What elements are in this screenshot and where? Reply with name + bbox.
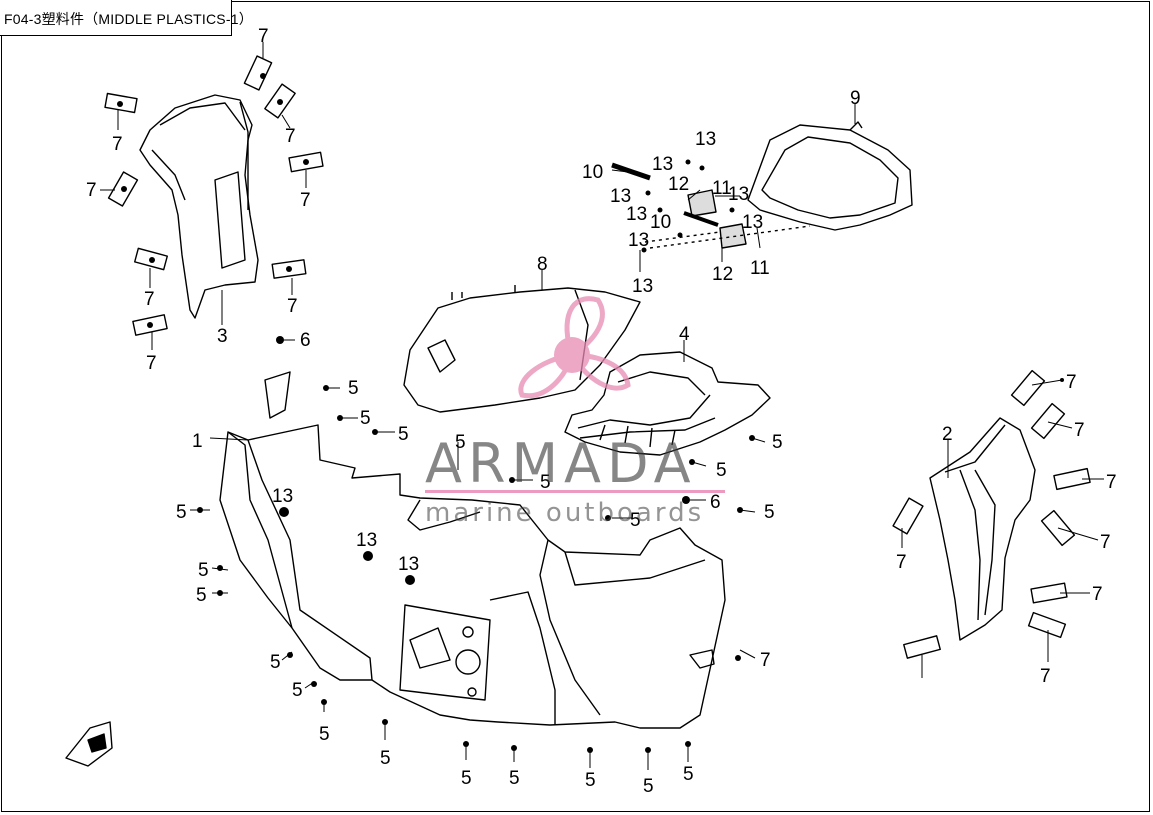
- callout-7: 7: [112, 134, 123, 155]
- watermark-propeller-logo-icon: [518, 296, 631, 399]
- callout-11: 11: [712, 178, 732, 199]
- callout-3: 3: [217, 326, 228, 347]
- callout-5: 5: [270, 652, 281, 673]
- watermark-brand-subtitle: marine outboards: [425, 498, 705, 528]
- bolts-screws: [117, 73, 1064, 753]
- callout-7: 7: [896, 552, 907, 573]
- callout-7: 7: [287, 296, 298, 317]
- part-3-left-side-cover: [139, 94, 259, 319]
- callout-13: 13: [628, 230, 649, 251]
- callout-5: 5: [292, 680, 303, 701]
- callout-7: 7: [1066, 372, 1077, 393]
- callout-5: 5: [198, 560, 209, 581]
- callout-11: 11: [750, 258, 770, 279]
- callout-5: 5: [509, 768, 520, 789]
- callout-5: 5: [176, 502, 187, 523]
- callout-7: 7: [1092, 584, 1103, 605]
- part-2-right-side-cover: [929, 417, 1036, 641]
- callout-5: 5: [540, 472, 551, 493]
- callout-7: 7: [1074, 420, 1085, 441]
- callout-5: 5: [772, 432, 783, 453]
- callout-12: 12: [712, 264, 733, 285]
- callout-13: 13: [398, 554, 419, 575]
- callout-13: 13: [356, 530, 377, 551]
- callout-5: 5: [461, 768, 472, 789]
- callout-6: 6: [300, 330, 311, 351]
- title-block: F04-3塑料件（MIDDLE PLASTICS-1）: [0, 0, 253, 36]
- callout-13: 13: [742, 212, 763, 233]
- callout-7: 7: [1100, 532, 1111, 553]
- watermark-brand-name: ARMADA: [425, 432, 697, 495]
- callout-9: 9: [850, 88, 861, 109]
- callout-5: 5: [643, 776, 654, 797]
- callout-5: 5: [380, 748, 391, 769]
- watermark-underline: [425, 490, 725, 493]
- callout-5: 5: [455, 432, 466, 453]
- callout-6: 6: [710, 492, 721, 513]
- callout-5: 5: [585, 770, 596, 791]
- part-9-frame-panel: [747, 121, 913, 231]
- callout-4: 4: [679, 324, 690, 345]
- callout-7: 7: [1106, 472, 1117, 493]
- clip-fasteners: [104, 55, 1091, 659]
- callout-7: 7: [300, 190, 311, 211]
- callout-13: 13: [272, 486, 293, 507]
- callout-5: 5: [348, 378, 359, 399]
- callout-8: 8: [537, 254, 548, 275]
- callout-7: 7: [258, 26, 269, 47]
- diagram-title: F04-3塑料件（MIDDLE PLASTICS-1）: [4, 11, 253, 27]
- callout-7: 7: [146, 353, 157, 374]
- callout-5: 5: [196, 585, 207, 606]
- callout-5: 5: [764, 502, 775, 523]
- callout-5: 5: [683, 764, 694, 785]
- callout-13: 13: [626, 204, 647, 225]
- callout-5: 5: [716, 460, 727, 481]
- callout-13: 13: [728, 184, 749, 205]
- callout-13: 13: [652, 154, 673, 175]
- callout-5: 5: [319, 724, 330, 745]
- callout-5: 7: [760, 650, 771, 671]
- callout-5: 5: [398, 424, 409, 445]
- callout-5: 5: [360, 408, 371, 429]
- callout-2: 2: [942, 424, 953, 445]
- callout-12: 12: [668, 174, 689, 195]
- callout-10: 10: [582, 162, 603, 183]
- callout-13: 13: [632, 276, 653, 297]
- part-4-storage-tray: [564, 351, 771, 456]
- callout-1: 1: [192, 431, 203, 452]
- bracket-assembly: [611, 162, 811, 249]
- callout-labels: 7 7 7 7 7 7 7 7 3 6 6 1 8 4 9 2 10 10 11…: [86, 26, 1117, 797]
- callout-5: 5: [630, 510, 641, 531]
- callout-7: 7: [285, 126, 296, 147]
- callout-7: 7: [144, 289, 155, 310]
- callout-7: 7: [1040, 666, 1051, 687]
- callout-13: 13: [695, 129, 716, 150]
- callout-10: 10: [650, 212, 671, 233]
- front-direction-arrow-icon: [65, 721, 113, 767]
- part-1-main-center-panel: [219, 371, 726, 729]
- callout-13: 13: [610, 186, 631, 207]
- callout-7: 7: [86, 180, 97, 201]
